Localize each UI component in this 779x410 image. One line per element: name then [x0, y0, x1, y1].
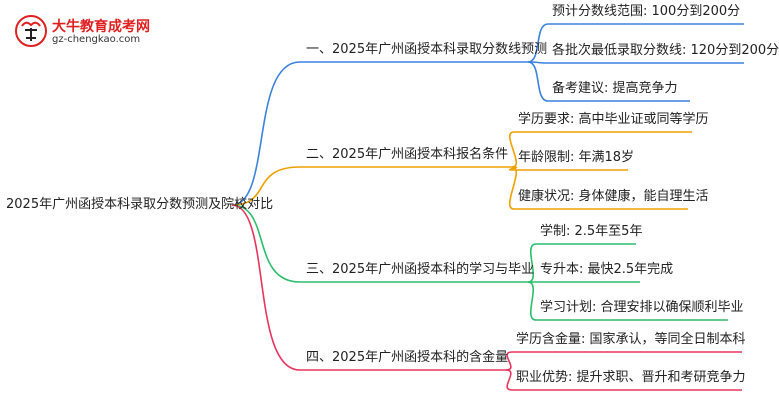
branch-connector-3: [231, 204, 528, 283]
leaf-connector-2-3: [508, 166, 688, 210]
leaf-connector-1-3: [527, 61, 690, 102]
site-logo[interactable]: 大牛教育成考网 gz-chengkao.com: [14, 14, 174, 50]
leaf-connector-4-2: [505, 369, 742, 391]
leaf-label-2-1: 学历要求: 高中毕业证或同等学历: [518, 112, 709, 127]
mindmap-canvas: [231, 23, 744, 391]
leaf-connector-1-2: [527, 61, 744, 64]
logo-title: 大牛教育成考网: [52, 19, 150, 35]
leaf-label-4-1: 学历含金量: 国家承认，等同全日制本科: [516, 332, 746, 347]
leaf-label-2-3: 健康状况: 身体健康，能自理生活: [518, 189, 709, 204]
branch-connector-1: [231, 61, 528, 206]
branch-connector-4: [231, 204, 506, 371]
leaf-label-2-2: 年龄限制: 年满18岁: [518, 150, 635, 165]
leaf-label-1-2: 各批次最低录取分数线: 120分到200分: [552, 43, 779, 58]
leaf-connector-2-1: [508, 131, 692, 168]
leaf-connector-3-3: [527, 281, 728, 321]
branch-label-3: 三、2025年广州函授本科的学习与毕业: [306, 262, 535, 277]
branch-label-2: 二、2025年广州函授本科报名条件: [306, 147, 509, 162]
leaf-label-4-2: 职业优势: 提升求职、晋升和考研竞争力: [516, 370, 746, 385]
branch-label-4: 四、2025年广州函授本科的含金量: [306, 350, 509, 365]
bull-logo-icon: [15, 15, 47, 47]
leaf-label-1-3: 备考建议: 提高竞争力: [552, 81, 678, 96]
branch-connector-2: [231, 166, 512, 206]
root-node: 2025年广州函授本科录取分数预测及院校对比: [6, 197, 274, 212]
logo-url: gz-chengkao.com: [52, 34, 141, 45]
leaf-connector-1-1: [527, 23, 744, 63]
leaf-label-3-3: 学习计划: 合理安排以确保顺利毕业: [540, 300, 744, 315]
leaf-label-1-1: 预计分数线范围: 100分到200分: [552, 4, 741, 19]
leaf-label-3-2: 专升本: 最快2.5年完成: [540, 262, 674, 277]
leaf-connector-2-2: [508, 166, 628, 171]
leaf-label-3-1: 学制: 2.5年至5年: [540, 224, 643, 239]
leaf-connector-4-1: [505, 351, 742, 371]
leaf-connector-3-1: [527, 243, 636, 283]
branch-label-1: 一、2025年广州函授本科录取分数线预测: [306, 42, 548, 57]
